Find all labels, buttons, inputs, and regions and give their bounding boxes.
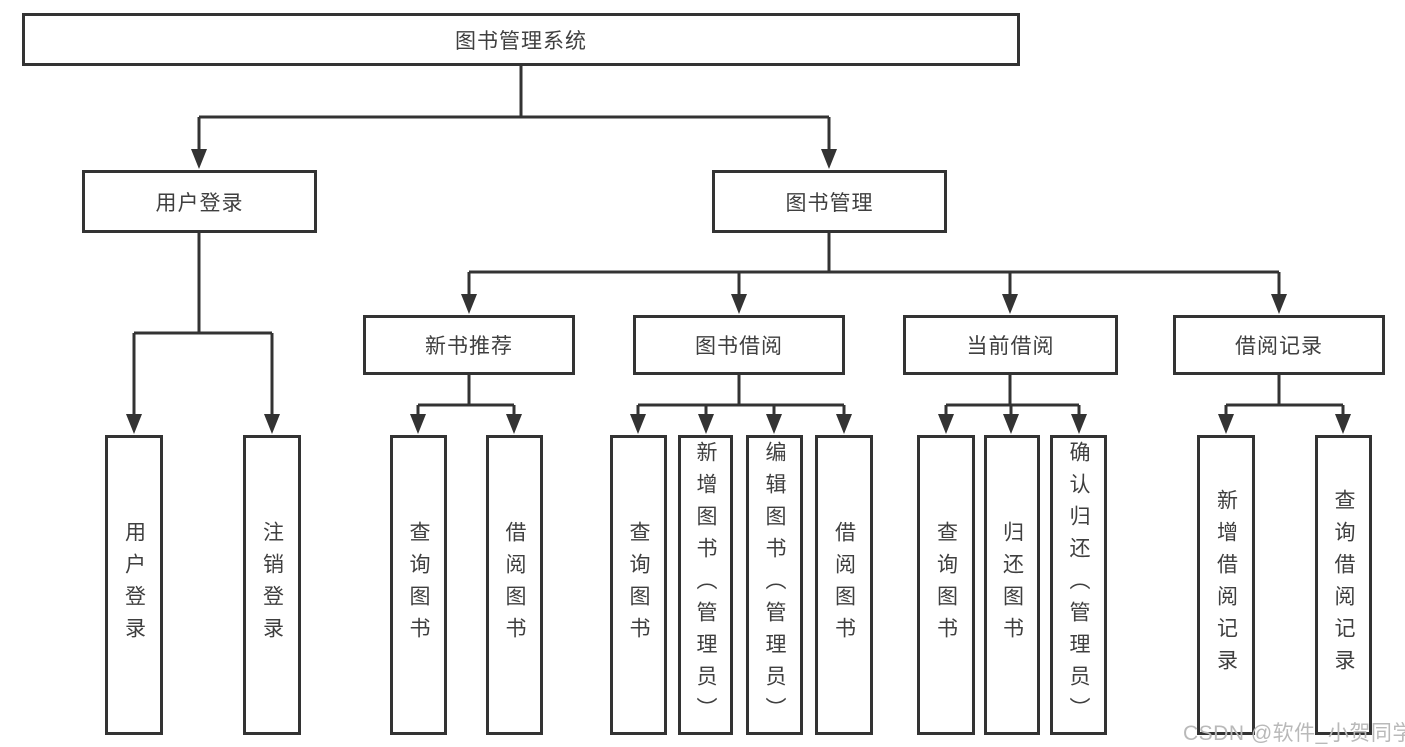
node-label: 借阅图书 xyxy=(503,521,526,649)
node-leaf-query-books-borrowing: 查询图书 xyxy=(610,435,667,735)
node-leaf-logout: 注销登录 xyxy=(243,435,301,735)
node-current-borrowing: 当前借阅 xyxy=(903,315,1118,375)
connector-root-to-level1 xyxy=(191,66,837,169)
connector-user-login-to-leaves xyxy=(126,233,280,434)
node-leaf-borrow-books-recommend: 借阅图书 xyxy=(486,435,543,735)
node-leaf-confirm-return-admin: 确认归还（管理员） xyxy=(1050,435,1107,735)
node-label: 借阅图书 xyxy=(832,521,856,649)
node-user-login: 用户登录 xyxy=(82,170,317,233)
node-label: 用户登录 xyxy=(122,521,146,649)
node-label: 用户登录 xyxy=(155,191,244,215)
connector-new-book-recommend-to-leaves xyxy=(410,375,522,434)
node-label: 新增借阅记录 xyxy=(1214,489,1238,681)
node-label: 注销登录 xyxy=(260,521,284,649)
node-label: 当前借阅 xyxy=(966,335,1055,358)
node-label: 确认归还（管理员） xyxy=(1067,441,1090,729)
node-book-management: 图书管理 xyxy=(712,170,947,233)
node-book-borrowing: 图书借阅 xyxy=(633,315,845,375)
node-label: 查询借阅记录 xyxy=(1332,489,1355,681)
node-label: 编辑图书（管理员） xyxy=(763,441,786,729)
node-leaf-edit-books-admin: 编辑图书（管理员） xyxy=(746,435,803,735)
node-label: 归还图书 xyxy=(1000,521,1024,649)
node-label: 新书推荐 xyxy=(425,335,513,358)
node-label: 图书管理系统 xyxy=(455,29,587,53)
node-new-book-recommend: 新书推荐 xyxy=(363,315,575,375)
node-label: 图书借阅 xyxy=(695,335,783,358)
node-root-library-system: 图书管理系统 xyxy=(22,13,1020,66)
node-label: 查询图书 xyxy=(934,521,958,649)
node-leaf-user-login: 用户登录 xyxy=(105,435,163,735)
csdn-watermark: CSDN @软件_小贺同学 xyxy=(1183,722,1405,745)
node-label: 新增图书（管理员） xyxy=(694,441,717,729)
node-leaf-query-borrow-record: 查询借阅记录 xyxy=(1315,435,1372,735)
connector-book-borrowing-to-leaves xyxy=(630,375,852,434)
node-label: 借阅记录 xyxy=(1235,335,1323,358)
node-label: 查询图书 xyxy=(627,521,650,649)
connector-borrowing-records-to-leaves xyxy=(1218,375,1351,434)
node-leaf-return-books: 归还图书 xyxy=(984,435,1040,735)
connector-book-management-to-level2 xyxy=(461,233,1287,314)
node-leaf-add-borrow-record: 新增借阅记录 xyxy=(1197,435,1255,735)
node-leaf-borrow-books-borrowing: 借阅图书 xyxy=(815,435,873,735)
node-label: 图书管理 xyxy=(785,191,874,215)
connector-current-borrowing-to-leaves xyxy=(938,375,1087,434)
node-label: 查询图书 xyxy=(407,521,430,649)
node-leaf-query-books-recommend: 查询图书 xyxy=(390,435,447,735)
node-leaf-add-books-admin: 新增图书（管理员） xyxy=(678,435,733,735)
node-borrowing-records: 借阅记录 xyxy=(1173,315,1385,375)
node-leaf-query-books-current: 查询图书 xyxy=(917,435,975,735)
